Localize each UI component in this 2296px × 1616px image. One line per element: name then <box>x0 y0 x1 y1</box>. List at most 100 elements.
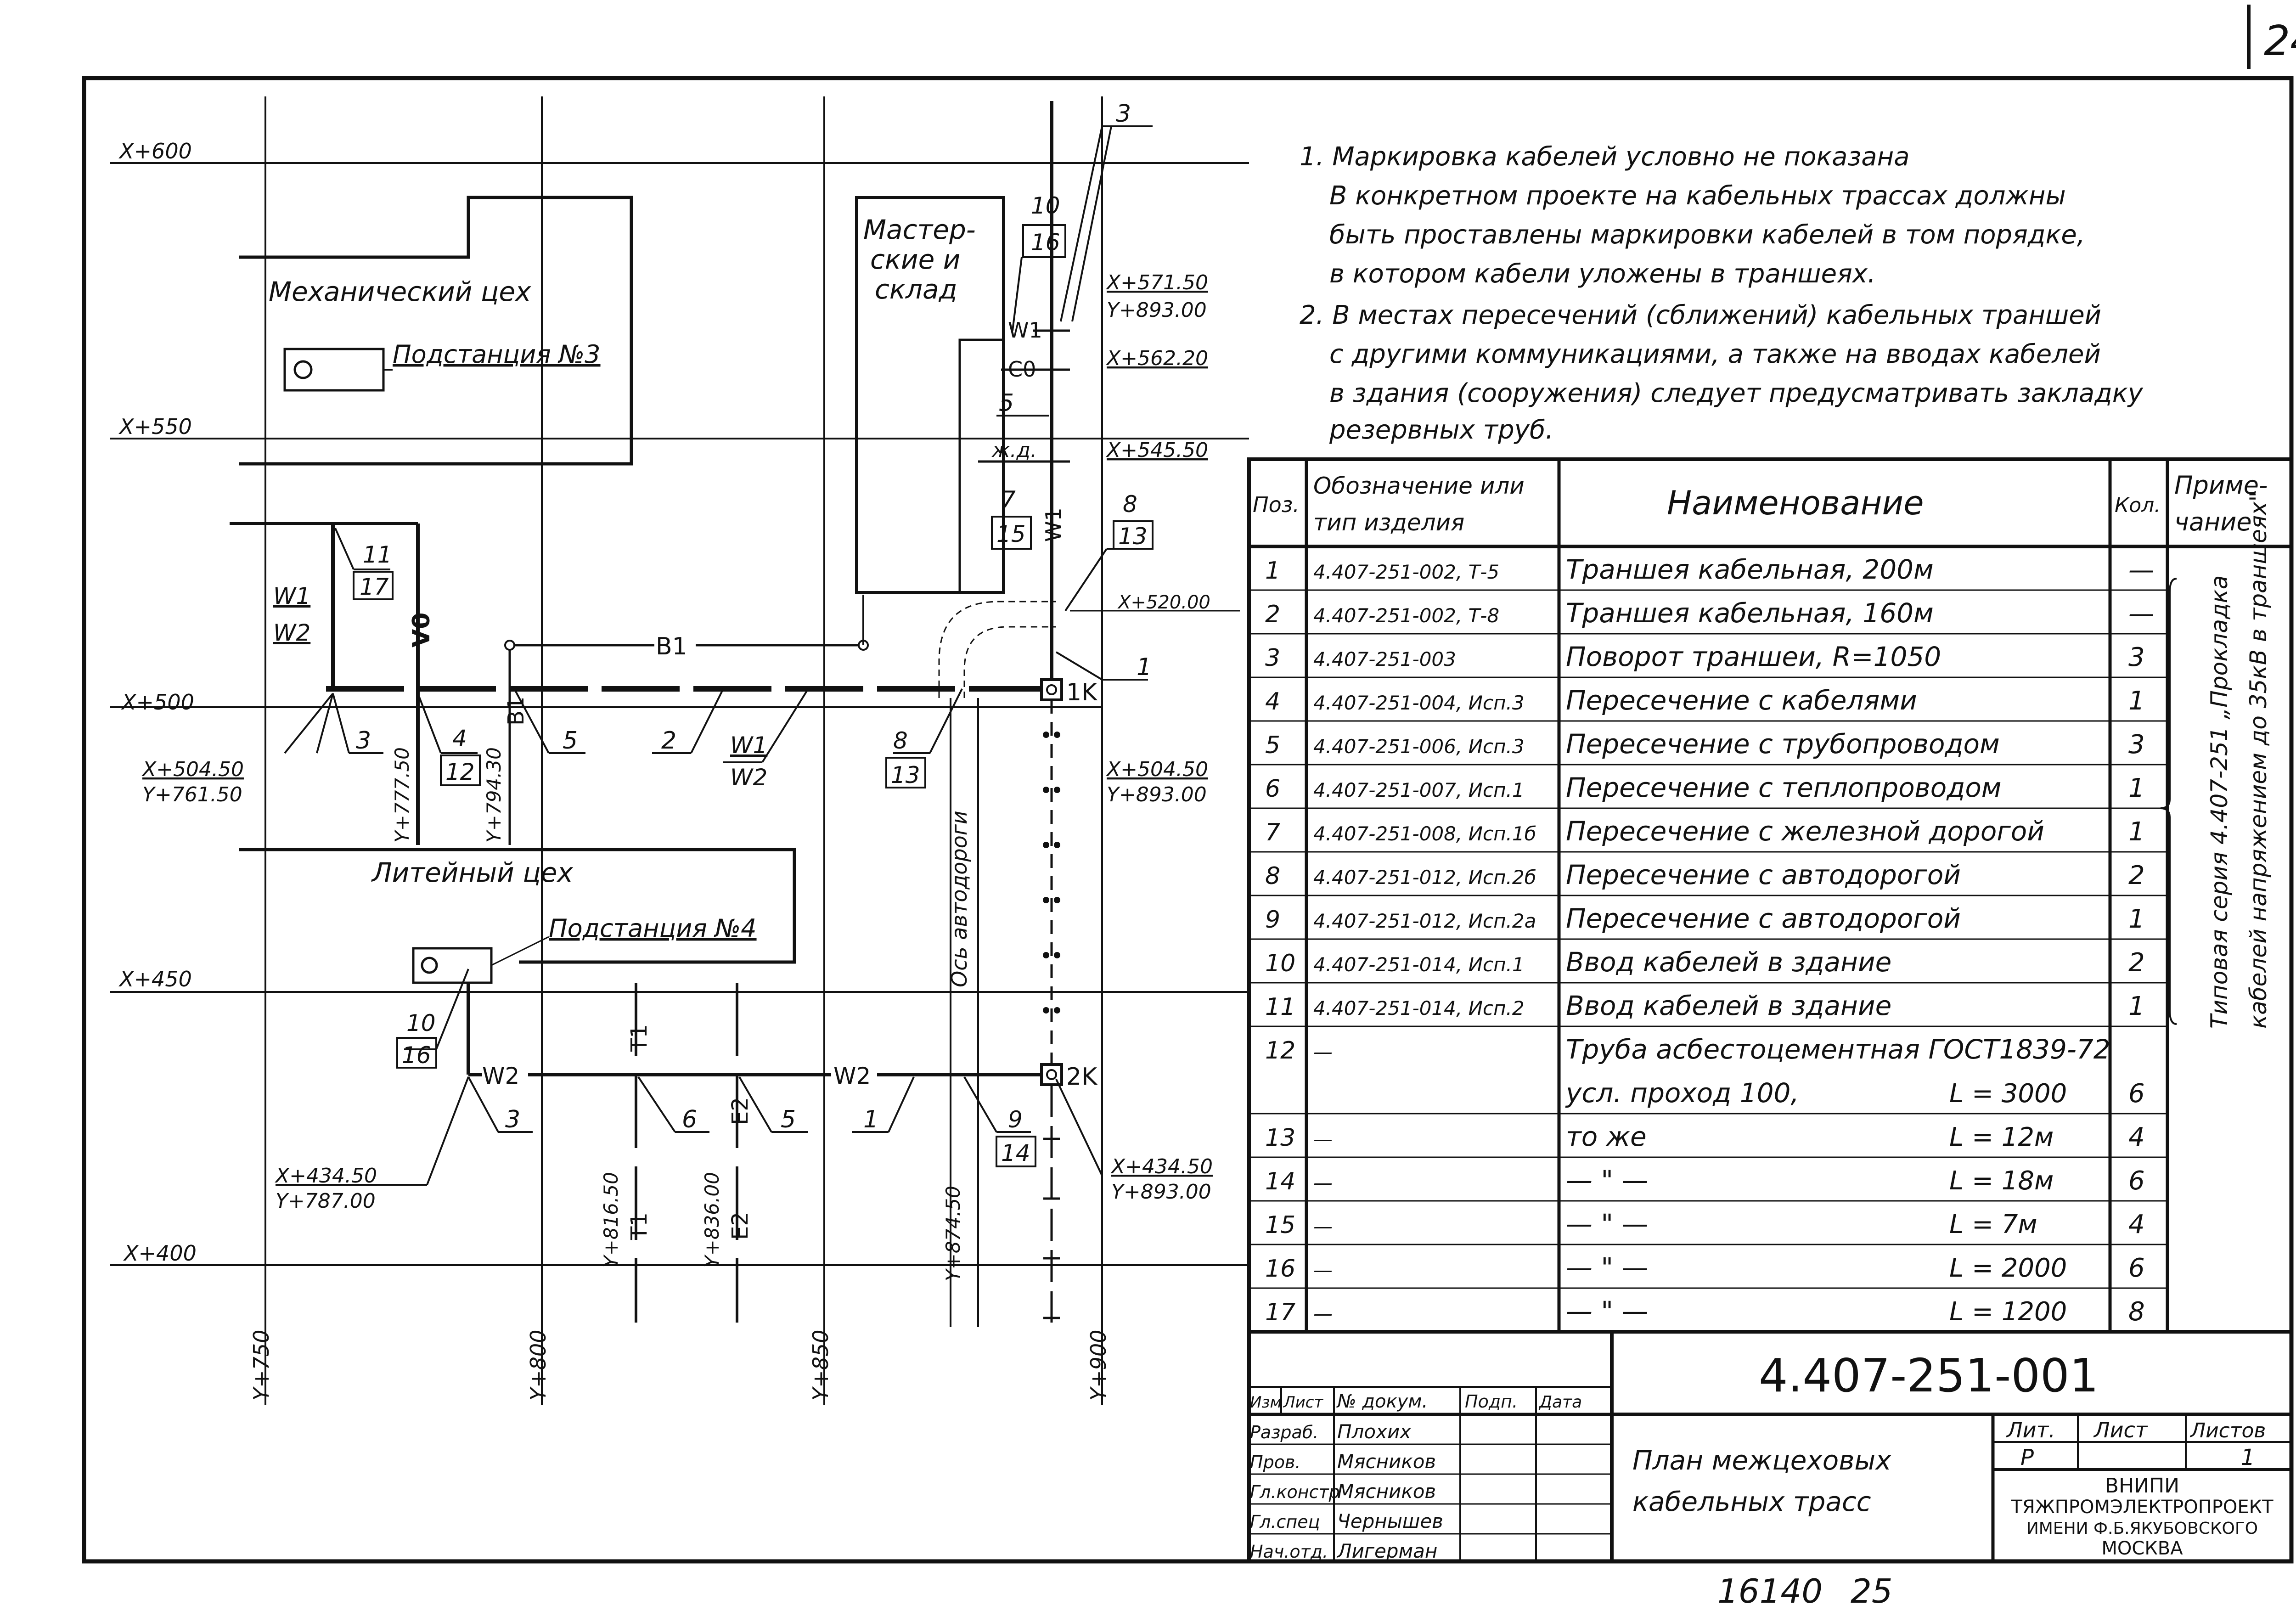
row-pos: 3 <box>1265 644 1280 672</box>
label-c0: C0 <box>1008 357 1036 382</box>
row-qty: 2 <box>2128 861 2145 890</box>
row-designation: — <box>1313 1259 1333 1281</box>
row-designation: 4.407-251-014, Исп.1 <box>1313 953 1525 976</box>
org-line-4: МОСКВА <box>2101 1538 2183 1559</box>
stamp-role: Нач.отд. <box>1250 1542 1328 1562</box>
row-pos: 7 <box>1265 819 1280 846</box>
row-designation: 4.407-251-014, Исп.2 <box>1313 997 1525 1019</box>
row-qty: — <box>2128 555 2154 585</box>
stamp-name: Мясников <box>1337 1450 1436 1473</box>
label-w1-vert: W1 <box>1041 507 1066 542</box>
coord-x504-right: X+504.50 <box>1106 758 1208 781</box>
label-e2-bottom: E2 <box>727 1212 753 1240</box>
page-number: 24 <box>2264 17 2296 65</box>
coord-y893-c: Y+893.00 <box>1111 1180 1211 1204</box>
row-designation: 4.407-251-002, Т-5 <box>1313 561 1499 583</box>
tag-17: 17 <box>360 574 389 600</box>
row-designation: 4.407-251-012, Исп.2а <box>1313 910 1536 932</box>
row-name: Поворот траншеи, R=1050 <box>1566 641 1941 672</box>
tag-5-top: 5 <box>999 389 1014 417</box>
row-name: усл. проход 100, <box>1565 1077 1799 1109</box>
coord-x504-left: X+504.50 <box>141 758 244 781</box>
grid-y-750: Y+750 <box>249 1330 274 1401</box>
sheets-value: 1 <box>2241 1445 2255 1470</box>
row-pos: 11 <box>1265 993 1295 1021</box>
coord-y893-b: Y+893.00 <box>1107 783 1207 806</box>
workshop-line2: ские и <box>870 244 960 275</box>
row-pos: 8 <box>1265 862 1280 890</box>
note-line-4: в котором кабели уложены в траншеях. <box>1329 259 1876 289</box>
coord-y893-a: Y+893.00 <box>1107 298 1207 322</box>
row-name: Пересечение с теплопроводом <box>1566 772 2002 803</box>
sheet-title-2: кабельных трасс <box>1632 1486 1871 1517</box>
row-qty: 6 <box>2128 1079 2145 1109</box>
note-line-3: быть проставлены маркировки кабелей в то… <box>1329 220 2085 250</box>
row-pos: 6 <box>1265 775 1280 803</box>
tag-3-top: 3 <box>1116 100 1131 128</box>
row-length: L = 3000 <box>1949 1079 2067 1109</box>
row-designation: 4.407-251-004, Исп.3 <box>1313 692 1525 714</box>
tag-11: 11 <box>363 541 392 568</box>
row-designation: 4.407-251-002, Т-8 <box>1313 604 1499 627</box>
note-line-1: 1. Маркировка кабелей условно не показан… <box>1300 142 1910 172</box>
row-qty: — <box>2128 599 2154 629</box>
grid-x-400: X+400 <box>123 1241 197 1266</box>
tag-3-low: 3 <box>505 1106 520 1133</box>
row-qty: 1 <box>2128 991 2145 1021</box>
coord-x545: X+545.50 <box>1106 439 1208 462</box>
coord-x434-right: X+434.50 <box>1110 1155 1213 1178</box>
tag-15: 15 <box>996 521 1026 547</box>
row-qty: 1 <box>2128 817 2145 847</box>
note-line-5: 2. В местах пересечений (сближений) кабе… <box>1300 300 2101 330</box>
row-name: Пересечение с автодорогой <box>1566 903 1961 934</box>
coord-y874: Y+874.50 <box>942 1186 964 1281</box>
title-block: Изм Лист № докум. Подп. Дата Разраб.Плох… <box>1247 1332 2291 1562</box>
sheets-header: Листов <box>2189 1419 2266 1442</box>
grid-y-900: Y+900 <box>1086 1330 1111 1401</box>
org-line-3: ИМЕНИ Ф.Б.ЯКУБОВСКОГО <box>2026 1519 2258 1538</box>
workshop-line3: склад <box>875 274 957 305</box>
tag-16-top: 16 <box>1031 229 1060 256</box>
tag-12: 12 <box>445 759 475 785</box>
row-qty: 1 <box>2128 904 2145 934</box>
note-line-7: в здания (сооружения) следует предусматр… <box>1329 378 2144 408</box>
tag-4: 4 <box>452 725 467 752</box>
coord-x434-left: X+434.50 <box>275 1164 377 1188</box>
tag-8-mid: 8 <box>893 727 908 754</box>
tag-3-left: 3 <box>356 727 371 755</box>
tag-7: 7 <box>1001 486 1016 513</box>
hdr-note-1: Приме- <box>2174 471 2268 500</box>
row-pos: 2 <box>1265 601 1280 628</box>
sheet-header: Лист <box>2093 1418 2148 1442</box>
label-foundry: Литейный цех <box>371 857 573 888</box>
label-w2-mid: W2 <box>833 1063 871 1089</box>
stamp-people: Разраб.ПлохихПров.МясниковГл.констрМясни… <box>1250 1420 1443 1562</box>
org-line-1: ВНИПИ <box>2105 1474 2179 1498</box>
row-pos: 13 <box>1265 1124 1295 1152</box>
hdr-note-2: чание <box>2174 507 2252 536</box>
label-road-axis: Ось автодороги <box>947 811 972 987</box>
building-mechanical-shop <box>239 196 633 466</box>
row-qty: 6 <box>2128 1253 2145 1283</box>
coord-y836: Y+836.00 <box>701 1172 723 1267</box>
row-name: Пересечение с железной дорогой <box>1566 816 2044 847</box>
row-name: то же <box>1566 1121 1647 1152</box>
tag-13-mid: 13 <box>891 762 920 788</box>
row-designation: — <box>1313 1302 1333 1325</box>
col-doc: № докум. <box>1336 1391 1428 1412</box>
note-line-2: В конкретном проекте на кабельных трасса… <box>1329 181 2066 211</box>
row-length: L = 12м <box>1949 1122 2054 1152</box>
row-designation: — <box>1313 1041 1333 1063</box>
row-name: — " — <box>1566 1208 1649 1239</box>
org-line-2: ТЯЖПРОМЭЛЕКТРОПРОЕКТ <box>2010 1497 2273 1518</box>
row-pos: 5 <box>1265 732 1280 759</box>
footer-number: 16140 <box>1717 1572 1823 1610</box>
row-name: Пересечение с трубопроводом <box>1566 728 2000 760</box>
tag-w2-mid: W2 <box>730 764 767 791</box>
coord-x571: X+571.50 <box>1106 271 1208 294</box>
tag-16-low: 16 <box>402 1042 431 1069</box>
tag-13-top: 13 <box>1118 523 1148 550</box>
row-pos: 9 <box>1265 906 1280 934</box>
coord-y777: Y+777.50 <box>391 747 413 843</box>
general-notes: 1. Маркировка кабелей условно не показан… <box>1300 142 2144 445</box>
